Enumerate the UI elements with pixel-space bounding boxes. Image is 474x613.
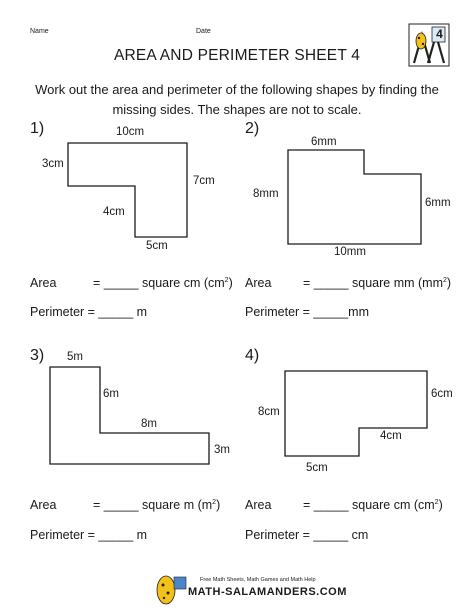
shape-1-outline [67,142,188,238]
problem-3-area-blank: = _____ square m (m2) [93,498,221,512]
problem-2-area-blank: = _____ square mm (mm2) [303,276,452,290]
salamander-badge-logo: 4 [408,23,450,67]
footer-logo-text: MATH-SALAMANDERS.COM [188,586,347,598]
shape-3-label-upper-right: 6m [103,388,119,400]
shape-4-label-inner: 4cm [380,430,402,442]
shape-2-label-right: 6mm [425,197,451,209]
footer-logo: Free Math Sheets, Math Games and Math He… [150,573,350,607]
problem-4-number: 4) [245,347,260,364]
shape-1-label-left: 3cm [42,158,64,170]
problem-2-area-label: Area [245,276,272,290]
date-label: Date [196,28,211,35]
problem-4-area-label: Area [245,498,272,512]
shape-1-label-inner: 4cm [103,206,125,218]
problem-3-number: 3) [30,347,45,364]
shape-4-outline [284,370,428,457]
shape-4-label-right: 6cm [431,388,453,400]
problem-3-area-label: Area [30,498,57,512]
problem-1-area-blank: = _____ square cm (cm2) [93,276,233,290]
problem-2-number: 2) [245,120,260,137]
problem-2-perimeter: Perimeter = _____mm [245,305,370,319]
shape-1-label-bottom: 5cm [146,240,168,252]
shape-1-label-right: 7cm [193,175,215,187]
shape-1-label-top: 10cm [116,126,145,138]
instructions: Work out the area and perimeter of the f… [35,82,439,117]
shape-3-label-step: 8m [141,418,157,430]
shape-2-outline [287,149,422,245]
badge-number: 4 [436,27,443,41]
footer-tagline: Free Math Sheets, Math Games and Math He… [200,577,316,583]
page-title: AREA AND PERIMETER SHEET 4 [113,47,361,64]
problem-4-perimeter: Perimeter = _____ cm [245,528,369,542]
shape-2-label-bottom: 10mm [334,246,366,258]
shape-3-outline [49,366,210,465]
problem-1-number: 1) [30,120,45,137]
problem-4-area-blank: = _____ square cm (cm2) [303,498,443,512]
shape-4-label-left: 8cm [258,406,280,418]
problem-1-perimeter: Perimeter = _____ m [30,305,148,319]
shape-3-label-top: 5m [67,351,83,363]
problem-1-area-label: Area [30,276,57,290]
shape-2-label-left: 8mm [253,188,279,200]
problem-3-perimeter: Perimeter = _____ m [30,528,148,542]
shape-2-label-top: 6mm [311,136,337,148]
shape-4-label-bottom: 5cm [306,462,328,474]
shape-3-label-right: 3m [214,444,230,456]
name-label: Name [30,28,49,35]
